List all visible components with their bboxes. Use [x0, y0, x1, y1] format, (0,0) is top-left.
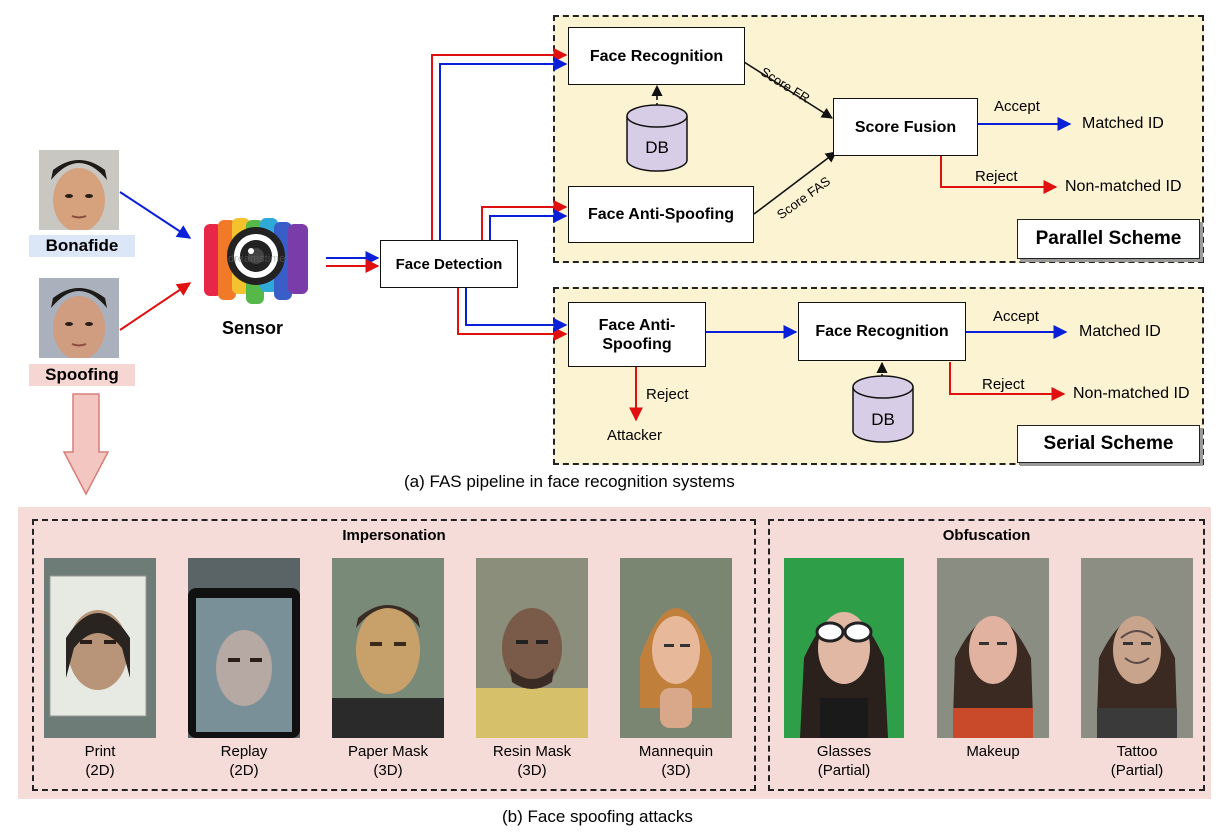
tattoo-attack-image [1081, 558, 1193, 738]
serial-non-matched-id: Non-matched ID [1073, 385, 1190, 402]
paper-mask-sub: (3D) [373, 762, 403, 779]
caption-a: (a) FAS pipeline in face recognition sys… [404, 472, 735, 491]
glasses-name: Glasses [816, 743, 872, 760]
sensor-watermark: dreamstime [228, 253, 286, 265]
makeup-name: Makeup [966, 743, 1020, 760]
obfuscation-title: Obfuscation [942, 527, 1031, 544]
replay-sub: (2D) [229, 762, 259, 779]
glasses-label: Glasses (Partial) [774, 742, 914, 780]
parallel-face-anti-spoofing-box: Face Anti-Spoofing [568, 186, 754, 243]
parallel-db-label: DB [645, 138, 669, 157]
serial-db-label: DB [871, 410, 895, 429]
resin-mask-name: Resin Mask [492, 743, 572, 760]
spoofing-label: Spoofing [29, 364, 135, 386]
score-fusion-box: Score Fusion [833, 98, 978, 156]
paper-mask-label: Paper Mask (3D) [318, 742, 458, 780]
makeup-attack-image [937, 558, 1049, 738]
serial-fas-line1: Face Anti- [598, 316, 676, 334]
face-detection-box: Face Detection [380, 240, 518, 288]
resin-mask-sub: (3D) [517, 762, 547, 779]
sensor-label: Sensor [222, 318, 284, 338]
serial-accept-label: Accept [993, 308, 1039, 325]
glasses-sub: (Partial) [817, 762, 871, 779]
parallel-face-recognition-box: Face Recognition [568, 27, 745, 85]
replay-name: Replay [220, 743, 268, 760]
serial-face-anti-spoofing-box: Face Anti- Spoofing [568, 302, 706, 367]
print-sub: (2D) [85, 762, 115, 779]
makeup-label: Makeup [923, 742, 1063, 761]
impersonation-title: Impersonation [342, 527, 446, 544]
mannequin-sub: (3D) [661, 762, 691, 779]
obfuscation-group [768, 519, 1205, 791]
parallel-scheme-title: Parallel Scheme [1017, 219, 1200, 259]
attacker-label: Attacker [607, 427, 663, 444]
tattoo-label: Tattoo (Partial) [1067, 742, 1207, 780]
camera-icon [202, 216, 312, 306]
parallel-accept-label: Accept [994, 98, 1040, 115]
impersonation-group [32, 519, 756, 791]
mannequin-name: Mannequin [638, 743, 714, 760]
serial-reject-label: Reject [982, 376, 1025, 393]
replay-label: Replay (2D) [174, 742, 314, 780]
serial-face-recognition-box: Face Recognition [798, 302, 966, 361]
spoofing-face-image [39, 278, 119, 358]
print-name: Print [84, 743, 116, 760]
serial-db-icon [852, 375, 914, 443]
bonafide-label: Bonafide [29, 235, 135, 257]
print-label: Print (2D) [30, 742, 170, 780]
serial-reject-attacker-label: Reject [646, 386, 689, 403]
replay-attack-image [188, 558, 300, 738]
parallel-non-matched-id: Non-matched ID [1065, 178, 1182, 195]
paper-mask-name: Paper Mask [347, 743, 429, 760]
mannequin-attack-image [620, 558, 732, 738]
mannequin-label: Mannequin (3D) [606, 742, 746, 780]
parallel-db-icon [626, 104, 688, 172]
glasses-attack-image [784, 558, 904, 738]
bonafide-face-image [39, 150, 119, 230]
resin-mask-label: Resin Mask (3D) [462, 742, 602, 780]
print-attack-image [44, 558, 156, 738]
tattoo-sub: (Partial) [1110, 762, 1164, 779]
caption-b: (b) Face spoofing attacks [502, 807, 693, 826]
resin-mask-attack-image [476, 558, 588, 738]
parallel-reject-label: Reject [975, 168, 1018, 185]
serial-fas-line2: Spoofing [602, 335, 672, 353]
tattoo-name: Tattoo [1116, 743, 1158, 760]
serial-scheme-title: Serial Scheme [1017, 425, 1200, 463]
serial-matched-id: Matched ID [1079, 323, 1161, 340]
paper-mask-attack-image [332, 558, 444, 738]
parallel-matched-id: Matched ID [1082, 115, 1164, 132]
